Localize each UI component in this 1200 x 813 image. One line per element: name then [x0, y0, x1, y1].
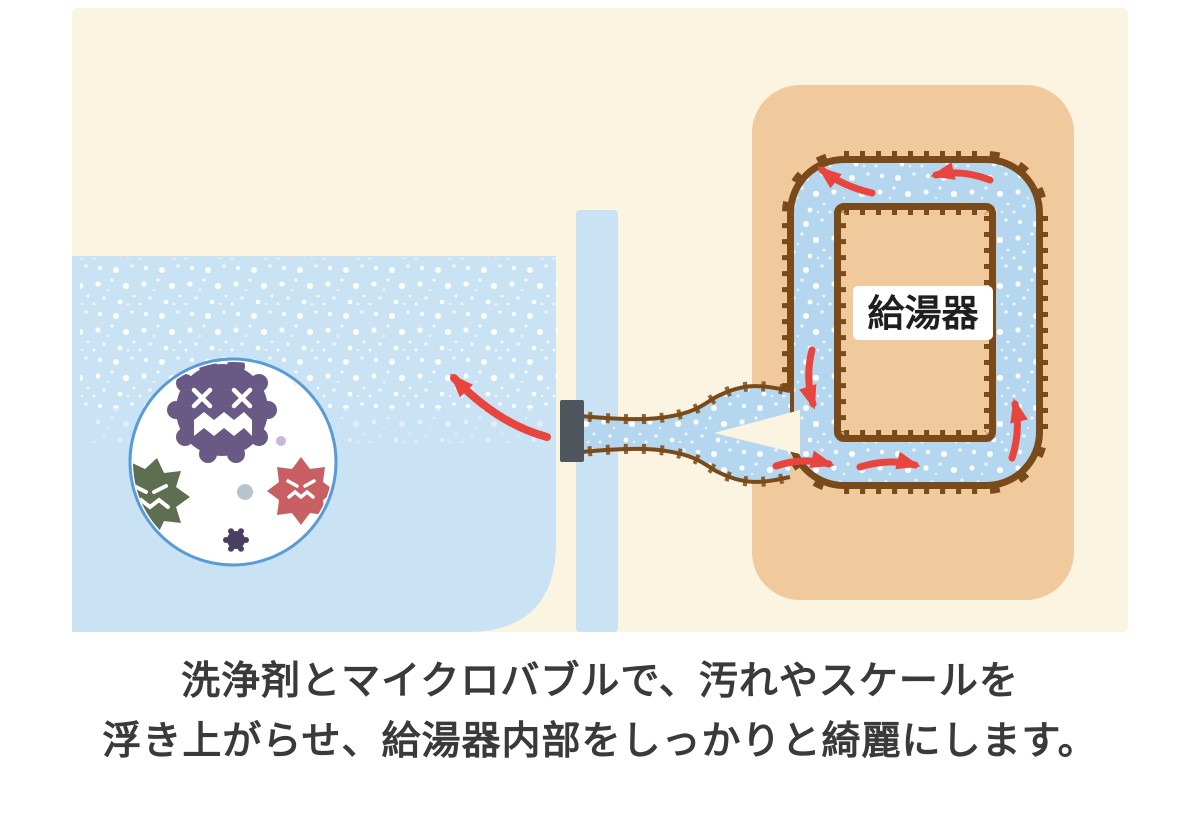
particle-gray-icon: [237, 484, 253, 500]
flow-arrow-top-left-icon: [817, 166, 876, 197]
flow-arrow-into-tub-icon: [449, 373, 551, 441]
flow-arrow-bottom-1-icon: [772, 450, 835, 470]
heater-label: 給湯器: [868, 292, 980, 335]
pipe-split-wedge: [714, 410, 800, 454]
pipe-bubbles: [570, 386, 790, 482]
flow-arrow-left-down-icon: [799, 346, 817, 410]
pipe-edge-bottom: [569, 446, 791, 484]
caption-line-1: 洗浄剤とマイクロバブルで、汚れやスケールを: [181, 659, 1019, 704]
germ-purple-icon: [167, 362, 277, 463]
connecting-pipe: [560, 381, 800, 487]
bubbles-overlay-dense: [80, 258, 558, 408]
flow-arrow-bottom-2-icon: [856, 451, 921, 471]
flow-arrow-right-up-icon: [1008, 398, 1028, 462]
flow-arrow-top-right-icon: [930, 162, 994, 184]
caption-line-2: 浮き上がらせ、給湯器内部をしっかりと綺麗にします。: [102, 719, 1098, 764]
caption: 洗浄剤とマイクロバブルで、汚れやスケールを 浮き上がらせ、給湯器内部をしっかりと…: [0, 652, 1200, 772]
pipe-edge-top: [569, 384, 791, 422]
flow-arrows: [772, 162, 1028, 471]
germ-red-icon: [267, 457, 333, 525]
heater-label-box: 給湯器: [853, 286, 993, 340]
particle-lavender-icon: [276, 436, 286, 446]
illustration-svg: 給湯器: [72, 8, 1128, 632]
particle-gear-icon: [223, 528, 249, 552]
pipe-connector: [560, 400, 584, 462]
